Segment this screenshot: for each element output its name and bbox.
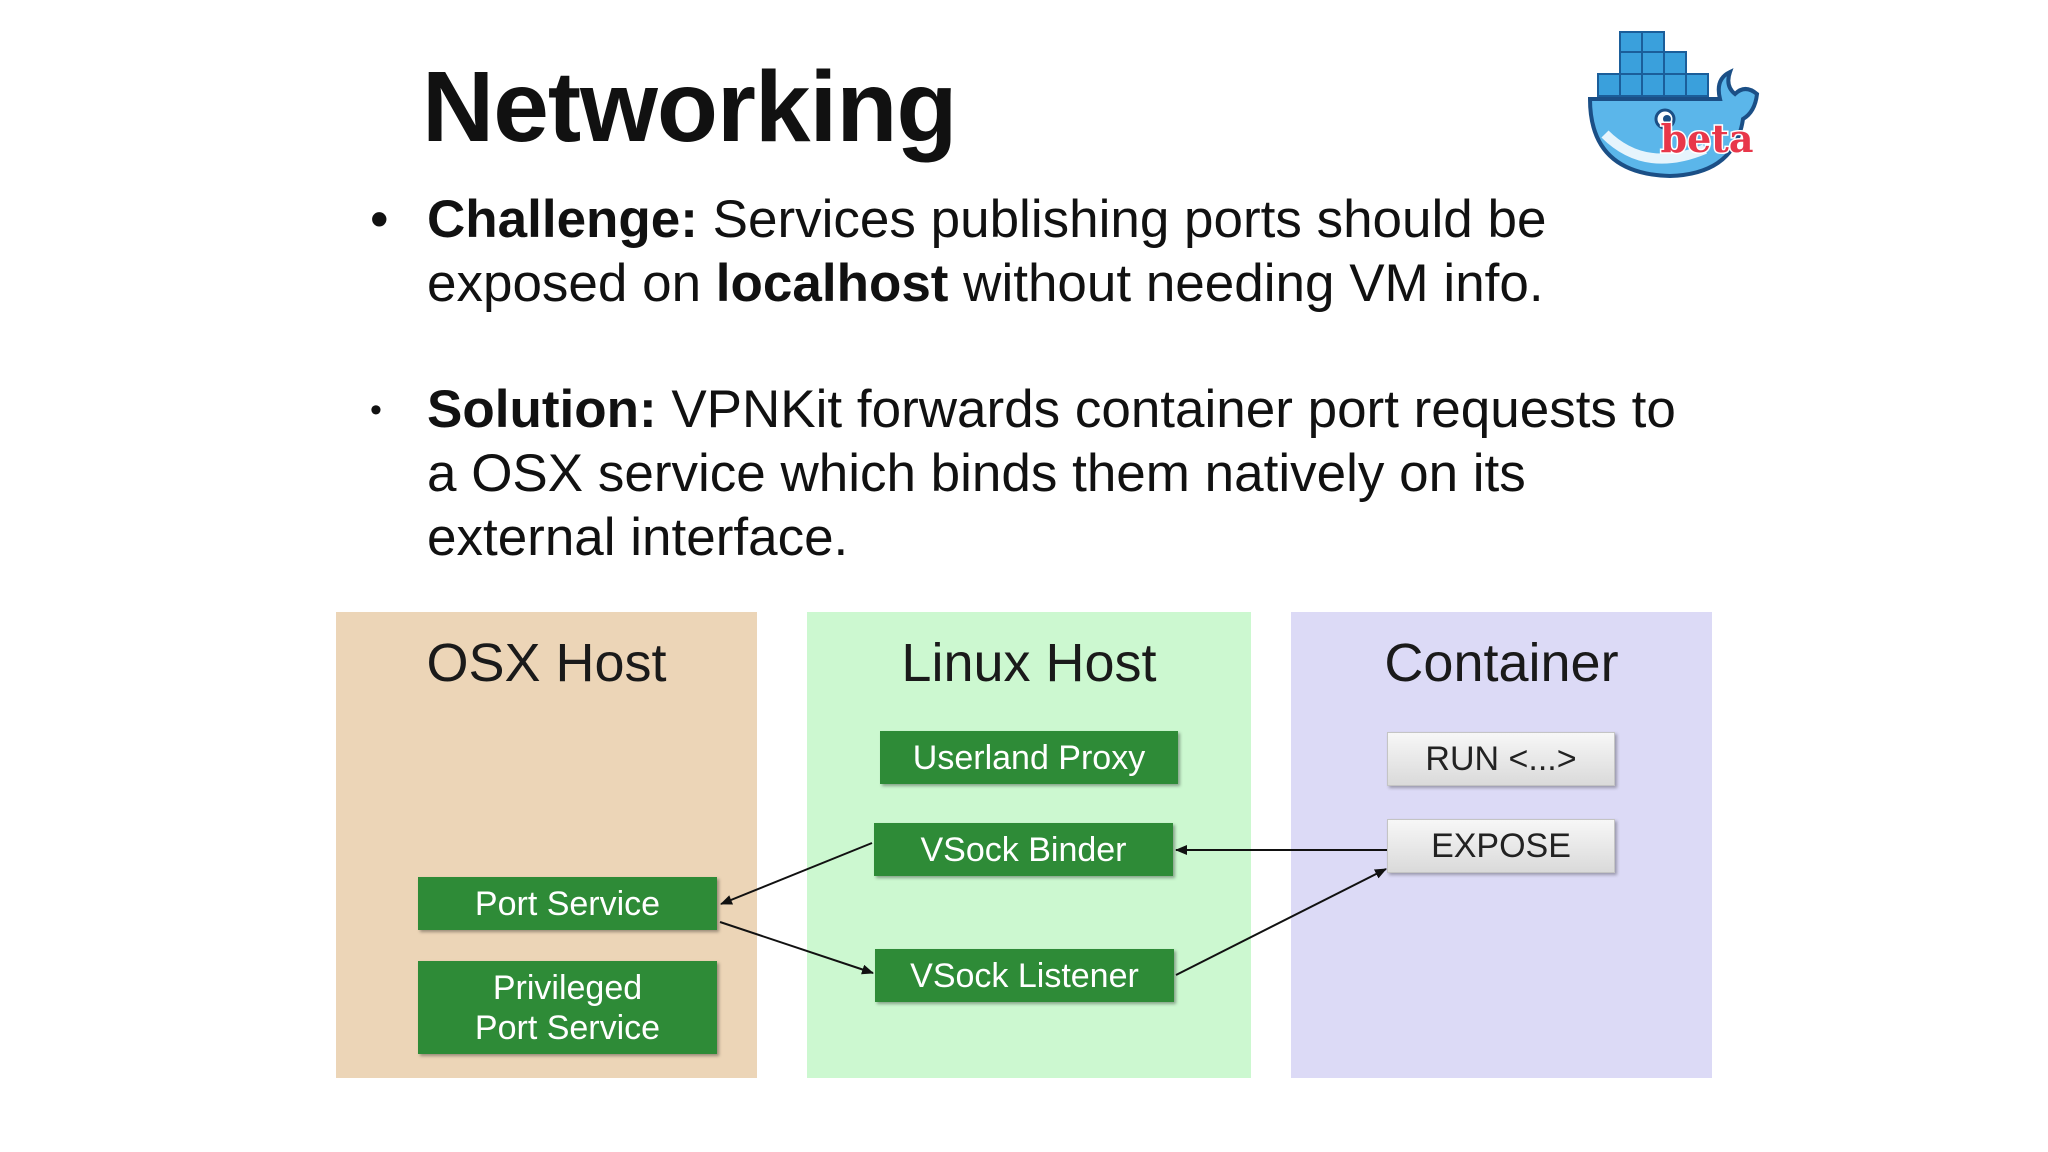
bullet-body-end: without needing VM info. xyxy=(948,254,1544,313)
arrow-port-service-to-listener xyxy=(719,921,874,975)
arrow-listener-to-expose xyxy=(1175,868,1387,976)
arrow-binder-to-port-service xyxy=(720,842,873,905)
bullet-marker: • xyxy=(370,190,389,249)
run-box: RUN <...> xyxy=(1387,732,1615,786)
bullet-label: Challenge: xyxy=(427,190,698,249)
bullet-body: VPNKit forwards container port requests … xyxy=(427,380,1676,567)
bullet-keyword: localhost xyxy=(715,254,949,313)
panel-title: Container xyxy=(1384,633,1619,693)
docker-whale-logo: beta xyxy=(1587,31,1760,179)
bullet-body: Services publishing ports should be expo… xyxy=(427,190,1547,313)
bullet-marker: • xyxy=(370,391,382,429)
expose-box: EXPOSE xyxy=(1387,819,1615,873)
beta-badge: beta xyxy=(1661,116,1754,161)
vsock-binder-box: VSock Binder xyxy=(874,823,1173,876)
slide-title: Networking xyxy=(422,51,957,163)
port-service-box: Port Service xyxy=(418,877,717,930)
vsock-listener-box: VSock Listener xyxy=(875,949,1174,1002)
panel-title: Linux Host xyxy=(901,633,1157,693)
bullet-label: Solution: xyxy=(427,380,657,439)
bullet-text: Solution: VPNKit forwards container port… xyxy=(427,378,1687,570)
userland-proxy-box: Userland Proxy xyxy=(880,731,1178,784)
bullet-text: Challenge: Services publishing ports sho… xyxy=(427,188,1687,316)
privileged-port-service-box: Privileged Port Service xyxy=(418,961,717,1054)
panel-title: OSX Host xyxy=(426,633,667,693)
